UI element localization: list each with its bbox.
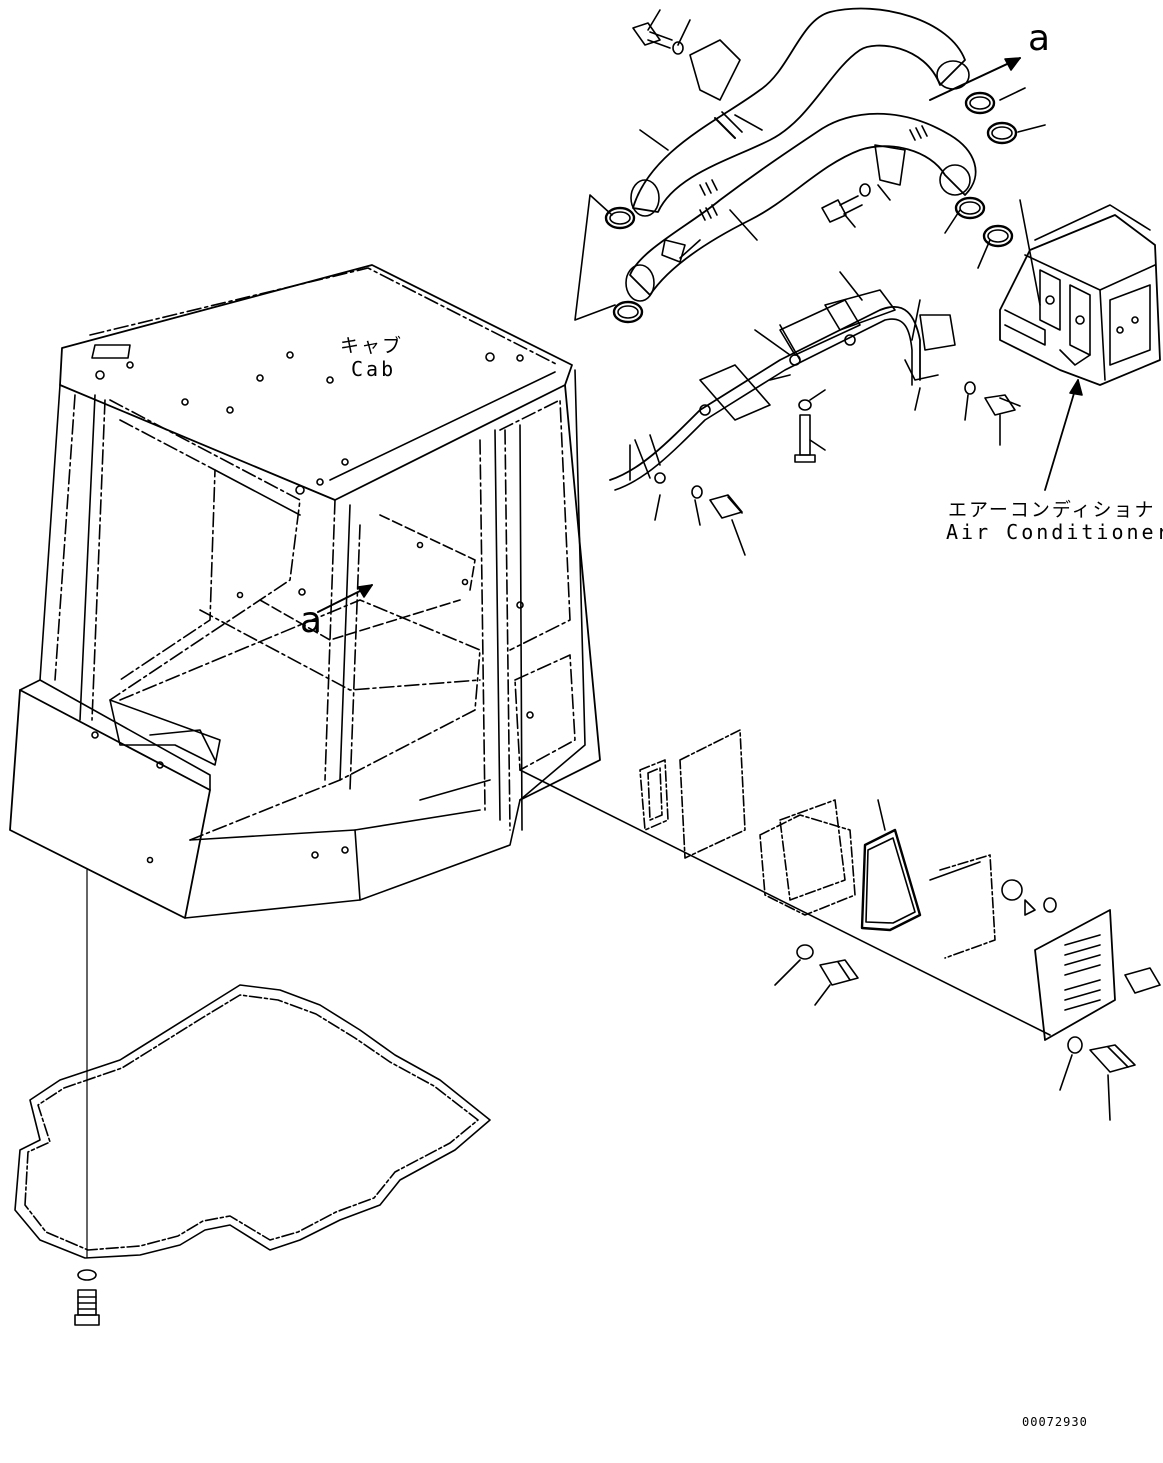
floor-seal xyxy=(14,869,491,1326)
refrigerant-piping xyxy=(609,271,1021,556)
air-conditioner-unit xyxy=(999,199,1161,491)
reference-a-cab: a xyxy=(300,600,323,641)
filter-assembly xyxy=(519,729,1161,1121)
reference-a-top: a xyxy=(1028,18,1051,59)
air-conditioner-label-en: Air Conditioner xyxy=(946,520,1163,544)
air-duct-hoses xyxy=(574,7,1046,324)
cab-assembly xyxy=(9,264,601,919)
cab-label-en: Cab xyxy=(351,357,397,381)
drawing-number: 00072930 xyxy=(1022,1415,1088,1429)
air-conditioner-label-jp: エアーコンディショナ xyxy=(948,499,1156,521)
cab-label-jp: キャブ xyxy=(340,335,404,357)
